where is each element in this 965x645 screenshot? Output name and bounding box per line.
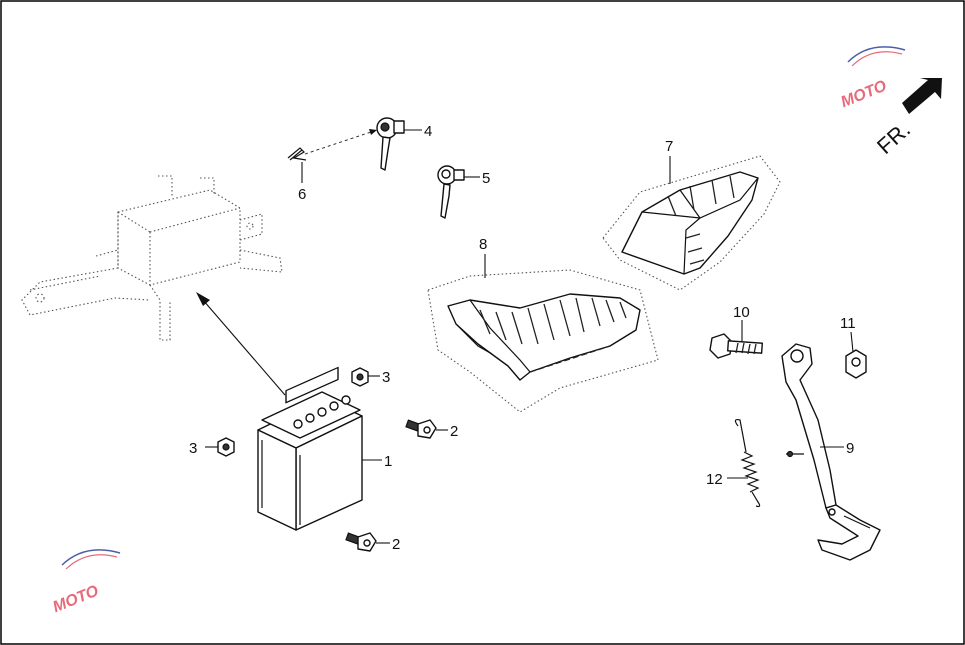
rear-cowl-region (602, 155, 781, 291)
callout-12: 12 (706, 471, 723, 488)
callout-2a: 2 (450, 423, 458, 440)
callout-2b: 2 (392, 536, 400, 553)
watermark-logo-bottom: MOTO (50, 549, 121, 616)
front-direction-label: FR. (872, 117, 915, 159)
stand-nut (845, 349, 867, 379)
callout-1: 1 (384, 453, 392, 470)
callout-3b: 3 (189, 440, 197, 457)
nut-upper (351, 367, 369, 387)
key (437, 165, 465, 219)
frame-reference-outline (21, 175, 283, 341)
seat-group (427, 269, 659, 413)
callout-10: 10 (733, 304, 750, 321)
callout-4: 4 (424, 123, 432, 140)
bolt-upper (405, 419, 437, 439)
battery-position-arrow (196, 292, 286, 396)
watermark-text-bottom: MOTO (50, 582, 101, 616)
watermark-text-top: MOTO (838, 77, 889, 111)
callout-11: 11 (840, 315, 856, 332)
side-stand (781, 343, 881, 561)
callout-8: 8 (479, 236, 487, 253)
rear-cowl-group (602, 155, 781, 291)
watermark-logo-top: MOTO (838, 46, 906, 111)
callout-5: 5 (482, 170, 490, 187)
key-clip (287, 147, 307, 161)
key-with-tag (376, 117, 405, 171)
nut-lower (217, 437, 235, 457)
stand-pivot-bolt (709, 333, 764, 359)
callout-3a: 3 (382, 369, 390, 386)
callout-9: 9 (846, 440, 854, 457)
seat-region (427, 269, 659, 413)
leader-11 (850, 331, 854, 353)
stand-spring (734, 419, 761, 508)
callout-7: 7 (665, 138, 673, 155)
front-arrow-icon (902, 78, 942, 114)
battery (257, 366, 363, 531)
bolt-lower (345, 532, 377, 552)
callout-6: 6 (298, 186, 306, 203)
key-assembly-link (304, 130, 375, 155)
